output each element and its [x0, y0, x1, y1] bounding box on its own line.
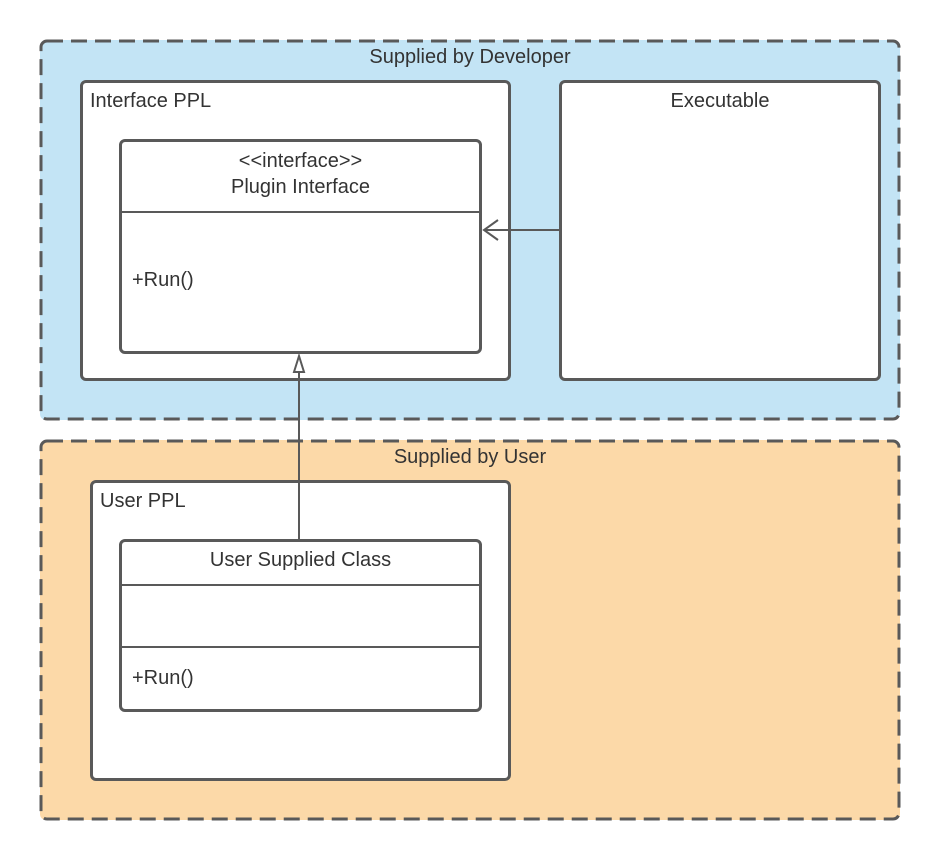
- plugin-interface-stereotype: <<interface>>: [238, 150, 363, 172]
- executable-box[interactable]: Executable: [559, 80, 881, 381]
- executable-to-interface-arrowhead: [482, 219, 499, 241]
- interface-ppl-label: Interface PPL: [90, 90, 212, 112]
- user-supplied-header: User Supplied Class: [122, 542, 479, 586]
- plugin-interface-name: Plugin Interface: [231, 176, 370, 198]
- developer-region-border: [39, 39, 901, 421]
- user-supplied-method: +Run(): [132, 667, 194, 689]
- user-supplied-name: User Supplied Class: [209, 549, 392, 571]
- plugin-interface-method: +Run(): [132, 269, 194, 291]
- user-class-to-interface-arrowhead: [292, 352, 306, 373]
- user-supplied-divider: [122, 646, 479, 648]
- user-region-title: Supplied by User: [393, 446, 547, 468]
- user-supplied-class[interactable]: User Supplied Class +Run(): [119, 539, 482, 712]
- developer-region-title: Supplied by Developer: [369, 46, 571, 68]
- executable-label: Executable: [670, 90, 770, 112]
- user-ppl-label: User PPL: [100, 490, 186, 512]
- plugin-interface-class[interactable]: <<interface>> Plugin Interface +Run(): [119, 139, 482, 354]
- user-region-border: [39, 439, 901, 821]
- plugin-interface-header: <<interface>> Plugin Interface: [122, 142, 479, 213]
